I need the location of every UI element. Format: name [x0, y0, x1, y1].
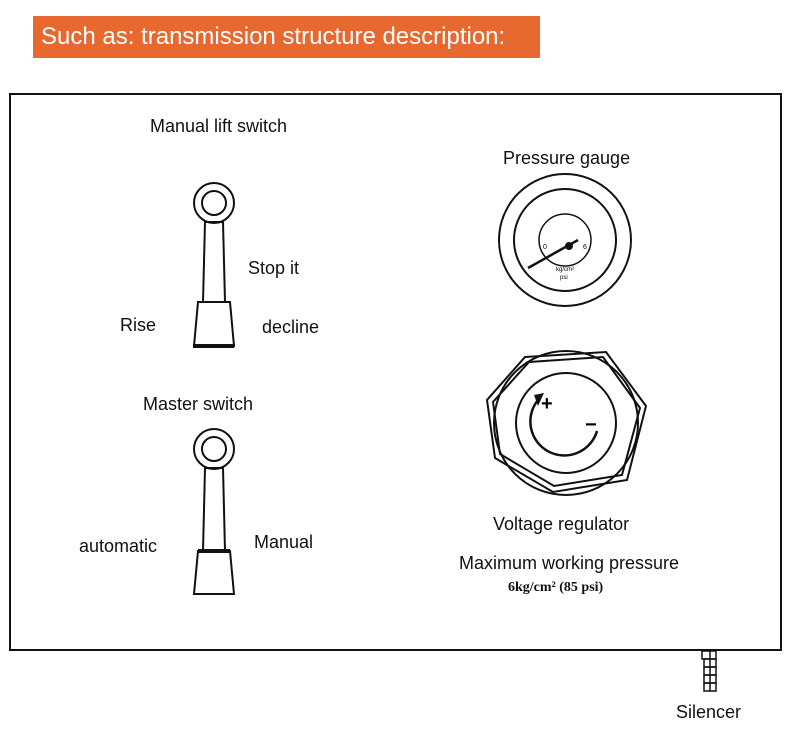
master-switch-lever[interactable]: [192, 428, 236, 595]
section-title-banner: Such as: transmission structure descript…: [33, 16, 540, 58]
silencer-icon: [701, 650, 717, 692]
label-rise: Rise: [120, 315, 157, 335]
label-automatic: automatic: [79, 536, 158, 556]
label-silencer: Silencer: [676, 702, 742, 722]
label-stop-it: Stop it: [248, 258, 300, 278]
label-master-switch: Master switch: [143, 394, 254, 414]
regulator-plus-sign: +: [541, 393, 553, 415]
gauge-unit-psi: psi: [560, 275, 568, 281]
lift-switch-lever[interactable]: [192, 182, 236, 348]
pressure-gauge: [498, 173, 632, 307]
gauge-scale-min: 0: [543, 244, 547, 251]
gauge-unit-label: kg/cm²: [556, 267, 574, 273]
gauge-scale-max: 6: [583, 244, 587, 251]
label-pressure-gauge: Pressure gauge: [503, 148, 631, 168]
label-decline: decline: [262, 317, 320, 337]
voltage-regulator-knob[interactable]: [485, 350, 648, 496]
label-manual-lift-switch: Manual lift switch: [150, 116, 288, 136]
label-max-working-pressure: Maximum working pressure: [459, 553, 680, 573]
label-manual: Manual: [254, 532, 314, 552]
label-voltage-regulator: Voltage regulator: [493, 514, 630, 534]
regulator-minus-sign: −: [585, 414, 597, 436]
control-panel: [9, 93, 782, 651]
label-max-pressure-value: 6kg/cm² (85 psi): [508, 580, 604, 595]
